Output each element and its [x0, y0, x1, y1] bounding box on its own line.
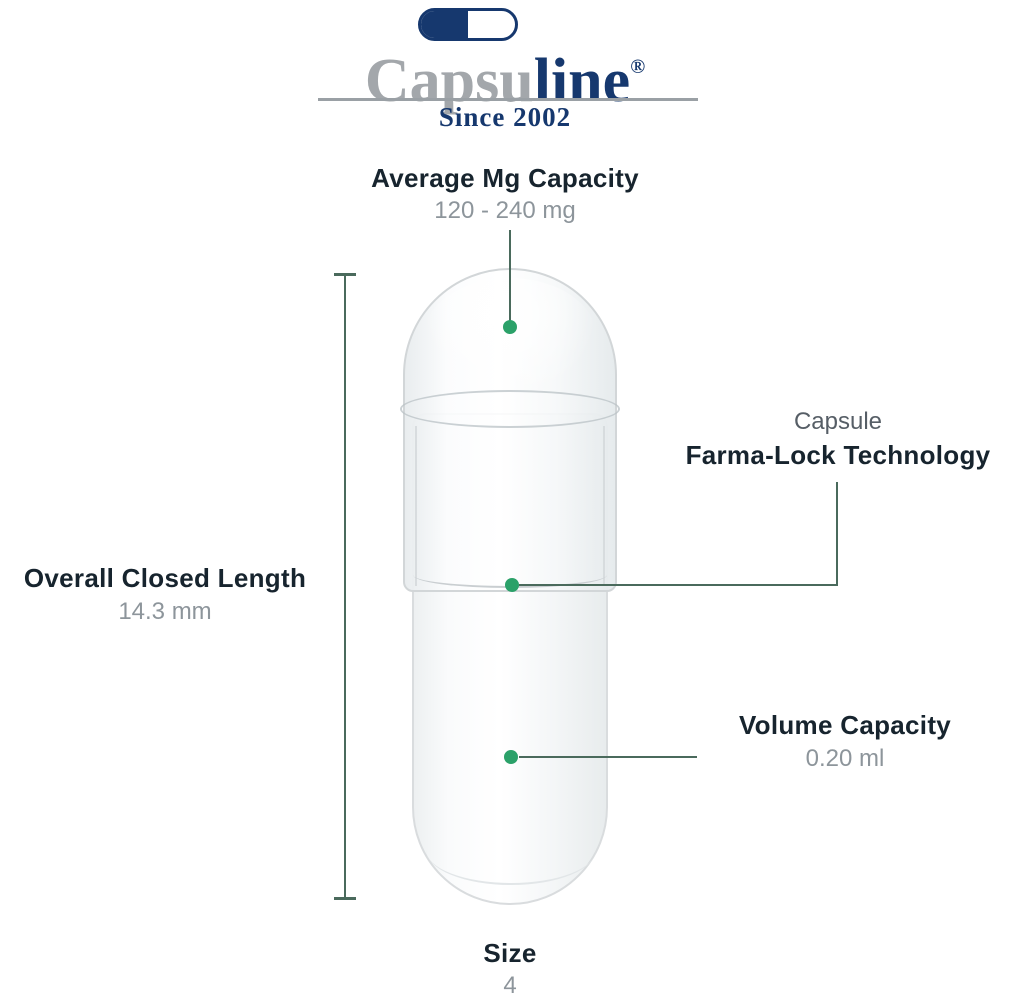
- brand-logo: Capsuline® Since 2002: [295, 6, 715, 136]
- capsule-pill-icon-left-half: [421, 11, 468, 38]
- closed-length-measure-line: [344, 275, 346, 899]
- farma-lock-leader-line-vertical: [836, 482, 838, 585]
- closed-length-value: 14.3 mm: [118, 598, 212, 625]
- logo-underline: [318, 98, 698, 101]
- farma-lock-marker-dot: [505, 578, 519, 592]
- farma-lock-title: Farma-Lock Technology: [685, 440, 991, 470]
- volume-capacity-title: Volume Capacity: [738, 710, 952, 740]
- measure-tick-bottom: [334, 897, 356, 900]
- brand-name: Capsuline®: [295, 34, 715, 114]
- mg-capacity-leader-line: [509, 230, 511, 322]
- registered-trademark-mark: ®: [630, 56, 646, 78]
- capsule-cap-rim: [400, 390, 620, 428]
- brand-tagline: Since 2002: [438, 102, 572, 132]
- capsule-bottom-inner-arc: [426, 815, 596, 885]
- size-value: 4: [503, 972, 517, 999]
- volume-capacity-marker-dot: [504, 750, 518, 764]
- measure-tick-top: [334, 273, 356, 276]
- brand-name-prefix: Capsu: [364, 47, 534, 115]
- volume-capacity-value: 0.20 ml: [805, 745, 885, 772]
- volume-capacity-leader-line: [519, 756, 697, 758]
- capsule-inner-wall-left: [415, 426, 417, 586]
- mg-capacity-title: Average Mg Capacity: [371, 163, 639, 193]
- brand-name-suffix: line: [533, 47, 631, 115]
- mg-capacity-value: 120 - 240 mg: [434, 197, 576, 224]
- capsule-pill-icon: [418, 8, 518, 41]
- capsule-inner-wall-right: [603, 426, 605, 586]
- closed-length-title: Overall Closed Length: [23, 563, 307, 593]
- mg-capacity-marker-dot: [503, 320, 517, 334]
- size-title: Size: [483, 938, 537, 968]
- farma-lock-leader-line-horizontal: [519, 584, 838, 586]
- farma-lock-pretitle: Capsule: [793, 408, 883, 435]
